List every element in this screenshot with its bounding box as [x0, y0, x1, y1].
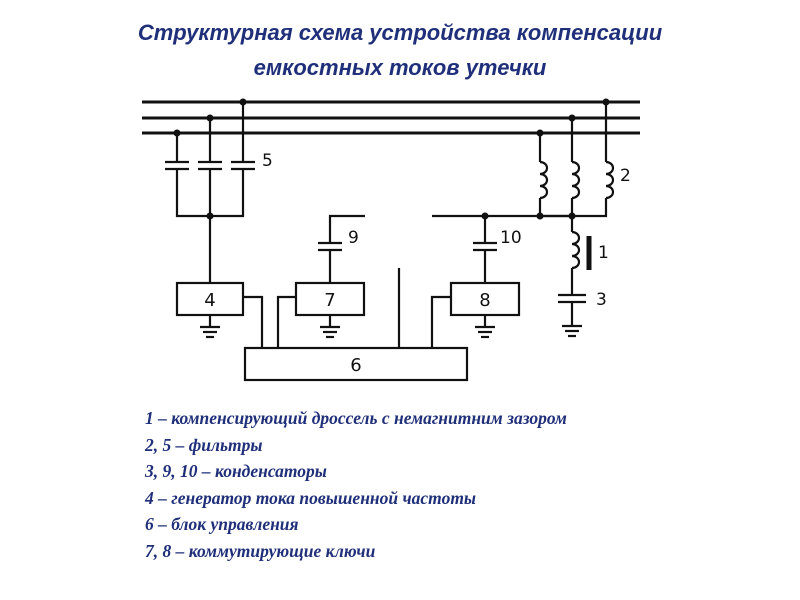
filter-right-2 — [536, 98, 615, 232]
legend-item: 3, 9, 10 – конденсаторы — [145, 461, 327, 481]
capacitor-3 — [558, 293, 586, 326]
title-line-1: Структурная схема устройства компенсации — [137, 20, 663, 45]
ground-symbol — [320, 315, 340, 339]
ground-symbol — [200, 315, 220, 339]
legend-item: 2, 5 – фильтры — [145, 434, 263, 455]
wire-7-to-6 — [276, 295, 296, 348]
label-9: 9 — [348, 228, 359, 248]
choke-1 — [570, 230, 592, 295]
label-2: 2 — [620, 166, 631, 186]
label-1: 1 — [598, 243, 609, 263]
circuit-diagram: 5 4 9 7 10 8 — [142, 98, 640, 382]
legend-item: 7, 8 – коммутирующие ключи — [145, 540, 376, 561]
legend-item: 4 – генератор тока повышенной частоты — [145, 487, 477, 508]
wire-4-to-6 — [243, 295, 264, 348]
switch-block-8 — [449, 281, 521, 317]
label-4: 4 — [204, 290, 215, 311]
legend: 1 – компенсирующий дроссель с немагнитни… — [145, 405, 567, 564]
label-3: 3 — [596, 290, 607, 310]
label-5: 5 — [262, 151, 273, 171]
label-10: 10 — [500, 228, 522, 248]
ground-symbol — [475, 315, 495, 339]
control-block-6 — [243, 346, 469, 382]
ground-symbol — [562, 324, 582, 338]
legend-item: 1 – компенсирующий дроссель с немагнитни… — [145, 408, 567, 428]
title-line-2: емкостных токов утечки — [253, 55, 547, 80]
label-6: 6 — [350, 355, 361, 376]
generator-block-4 — [175, 281, 245, 317]
wire-8-to-6 — [430, 295, 451, 348]
label-7: 7 — [324, 290, 335, 311]
legend-item: 6 – блок управления — [145, 514, 299, 534]
filter-left-5 — [165, 98, 255, 283]
label-8: 8 — [479, 290, 490, 311]
switch-block-7 — [294, 281, 366, 317]
